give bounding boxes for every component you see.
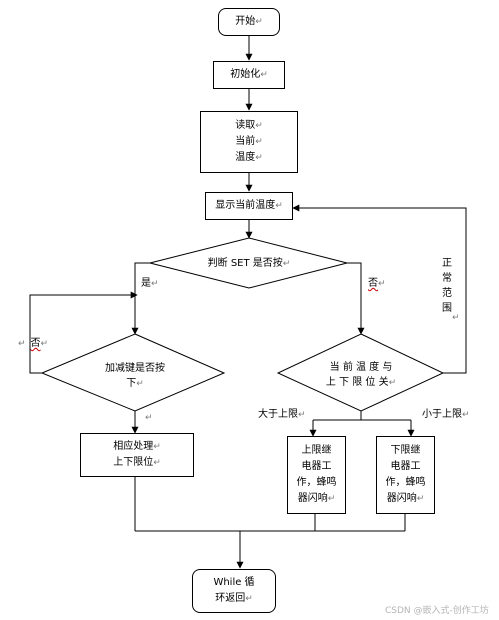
- decision-range-text: 当 前 温 度 与 上 下 限 位 关↵: [325, 362, 397, 388]
- read-temp-line3: 温度: [235, 152, 256, 163]
- upper-alarm-node: 上限继 电器工 作，蜂鸣 器闪响↵: [287, 436, 346, 514]
- edge-set-no: [347, 262, 365, 335]
- display-temp-node: 显示当前温度↵: [205, 192, 293, 220]
- init-node: 初始化↵: [213, 61, 285, 89]
- no-label-right: 否↵: [368, 278, 386, 289]
- read-temp-line1: 读取: [235, 120, 256, 131]
- start-node: 开始↵: [218, 8, 280, 36]
- adjust-mark: ↵: [145, 413, 153, 423]
- loop-end-node: While 循 环返回↵: [192, 569, 276, 613]
- edge-adjust-no: [29, 291, 138, 374]
- normal-range-mark: ↵: [452, 313, 460, 323]
- watermark: CSDN @嵌入式-创作工坊: [385, 606, 489, 616]
- read-temp-node: 读取↵ 当前↵ 温度↵: [200, 111, 298, 173]
- start-label: 开始: [235, 16, 256, 27]
- decision-set-shape: [149, 237, 348, 289]
- decision-adjust-text: 加减键是否按 下↵: [105, 363, 165, 389]
- yes-label: 是↵: [141, 278, 159, 289]
- below-lower-label: 小于上限↵: [422, 409, 470, 420]
- decision-set-text: 判断 SET 是否按↵: [207, 258, 291, 269]
- normal-range-label: 正 常 范 围: [442, 258, 452, 314]
- handle-limits-node: 相应处理↵ 上下限位↵: [80, 433, 194, 477]
- init-label: 初始化: [230, 69, 261, 80]
- lower-alarm-node: 下限继 电器工 作，蜂鸣 器闪响↵: [376, 436, 435, 514]
- read-temp-line2: 当前: [235, 136, 256, 147]
- above-upper-label: 大于上限↵: [258, 409, 306, 420]
- no-label-left: ↵否↵: [18, 338, 49, 349]
- edge-set-yes: [131, 262, 150, 335]
- display-temp-label: 显示当前温度: [215, 200, 276, 211]
- edge-range-normal: [292, 204, 467, 374]
